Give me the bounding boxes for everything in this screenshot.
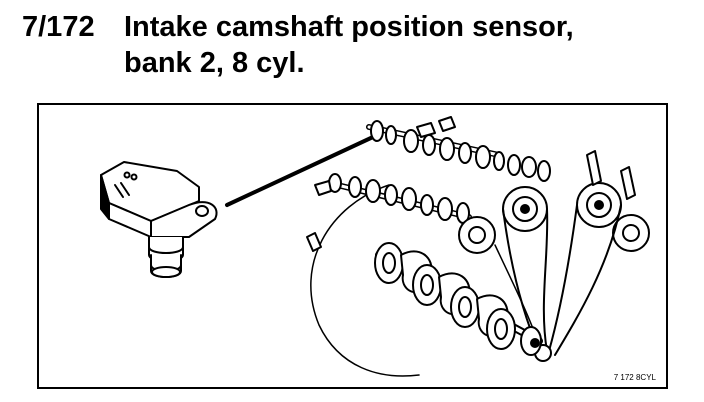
timing-sprockets-drawing <box>458 150 650 362</box>
page-title-line-1: Intake camshaft position sensor, <box>124 11 574 43</box>
illustration-frame: 7 172 8CYL <box>37 103 668 389</box>
exhaust-camshaft-drawing <box>314 173 472 224</box>
page-heading: 7/172 Intake camshaft position sensor, b… <box>0 0 704 90</box>
engine-illustration <box>100 116 650 377</box>
crankshaft-drawing <box>374 242 543 356</box>
page-title-line-2: bank 2, 8 cyl. <box>124 47 305 79</box>
camshaft-sensor-drawing <box>100 161 218 278</box>
sensor-leader-line <box>225 135 375 207</box>
figure-code-label: 7 172 8CYL <box>613 373 656 382</box>
intake-camshaft-drawing <box>366 120 551 182</box>
section-reference-number: 7/172 <box>22 11 95 43</box>
